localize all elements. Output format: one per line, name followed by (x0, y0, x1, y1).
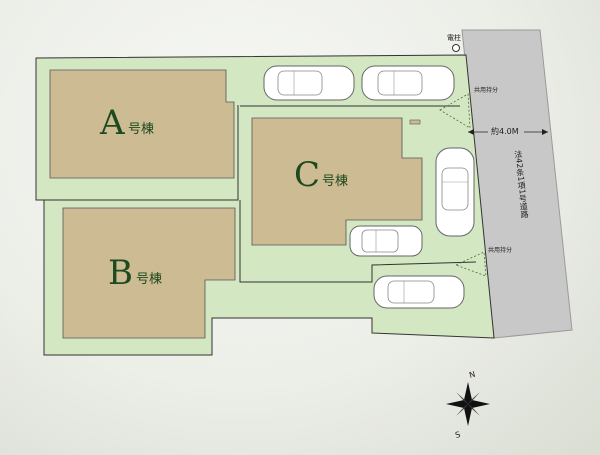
small-structure (409, 119, 421, 125)
car-3 (435, 147, 475, 237)
building-a-suffix: 号棟 (128, 122, 154, 137)
utility-pole-icon (452, 44, 460, 52)
building-b-suffix: 号棟 (136, 272, 162, 287)
car-1 (263, 65, 355, 101)
shared-area-label-top: 共用持分 (474, 86, 498, 94)
lot-line-c-lower (239, 200, 477, 283)
building-b (62, 207, 236, 339)
compass-south-label: S (454, 430, 461, 440)
building-b-letter: B (108, 253, 133, 293)
shared-area-hatch-top (439, 93, 471, 129)
road-width-label: 約4.0M (491, 126, 519, 136)
building-a-letter: A (99, 103, 125, 143)
building-c-letter: C (294, 155, 320, 195)
lot-line-a-b (44, 105, 239, 201)
building-c-suffix: 号棟 (322, 174, 348, 189)
building-a (49, 69, 235, 179)
car-4 (349, 225, 423, 257)
shared-area-label-bottom: 共用持分 (488, 246, 512, 254)
car-2 (361, 65, 455, 101)
utility-pole-label: 電柱 (447, 33, 461, 42)
car-5 (373, 275, 465, 309)
compass-north-label: N (468, 370, 476, 380)
road-width-bg (488, 124, 524, 138)
building-c (251, 117, 423, 246)
compass-rose-icon (446, 382, 490, 426)
